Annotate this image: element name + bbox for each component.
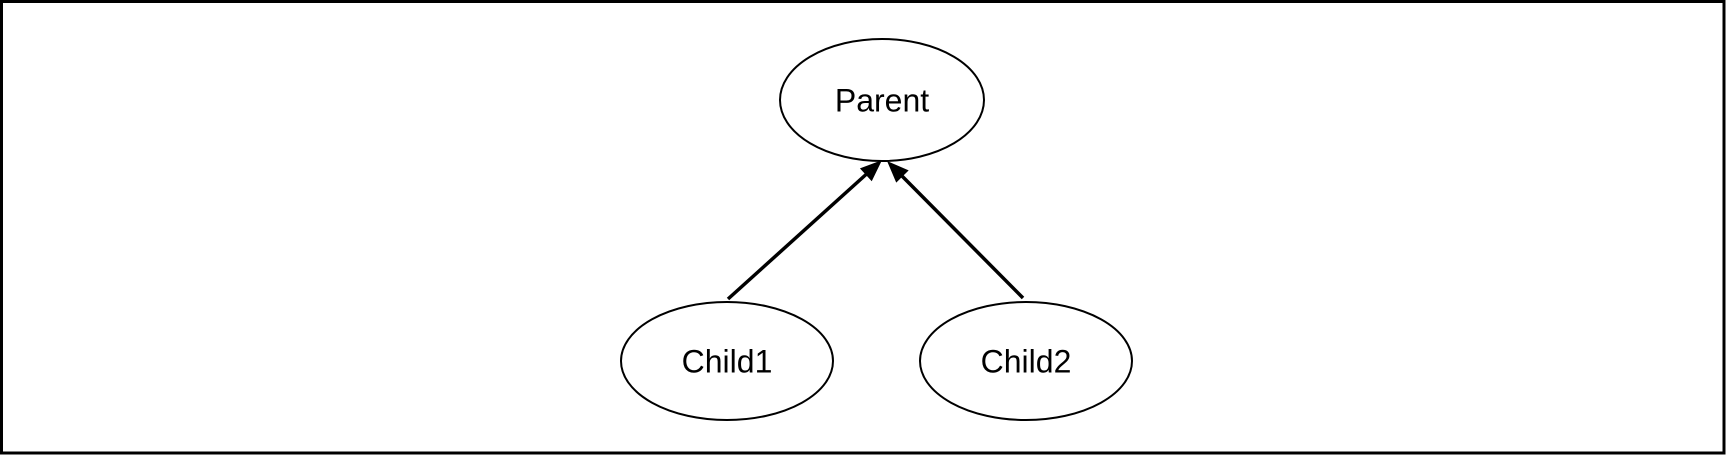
- node-child2-label: Child2: [981, 344, 1072, 380]
- node-parent-label: Parent: [835, 83, 929, 119]
- node-child2-ellipse: [919, 301, 1133, 421]
- node-parent: Parent: [779, 38, 985, 162]
- node-child1-label: Child1: [682, 344, 773, 380]
- node-child2: Child2: [919, 301, 1133, 421]
- edge-child1-to-parent: [726, 160, 882, 301]
- edge-child1-to-parent-arrowhead-icon: [859, 160, 882, 182]
- edge-child1-to-parent-line: [726, 173, 868, 301]
- edge-child2-to-parent-line: [900, 174, 1025, 300]
- edge-child2-to-parent: [887, 161, 1025, 300]
- edge-child2-to-parent-arrowhead-icon: [887, 161, 909, 183]
- node-child1-ellipse: [620, 301, 834, 421]
- node-child1: Child1: [620, 301, 834, 421]
- node-parent-ellipse: [779, 38, 985, 162]
